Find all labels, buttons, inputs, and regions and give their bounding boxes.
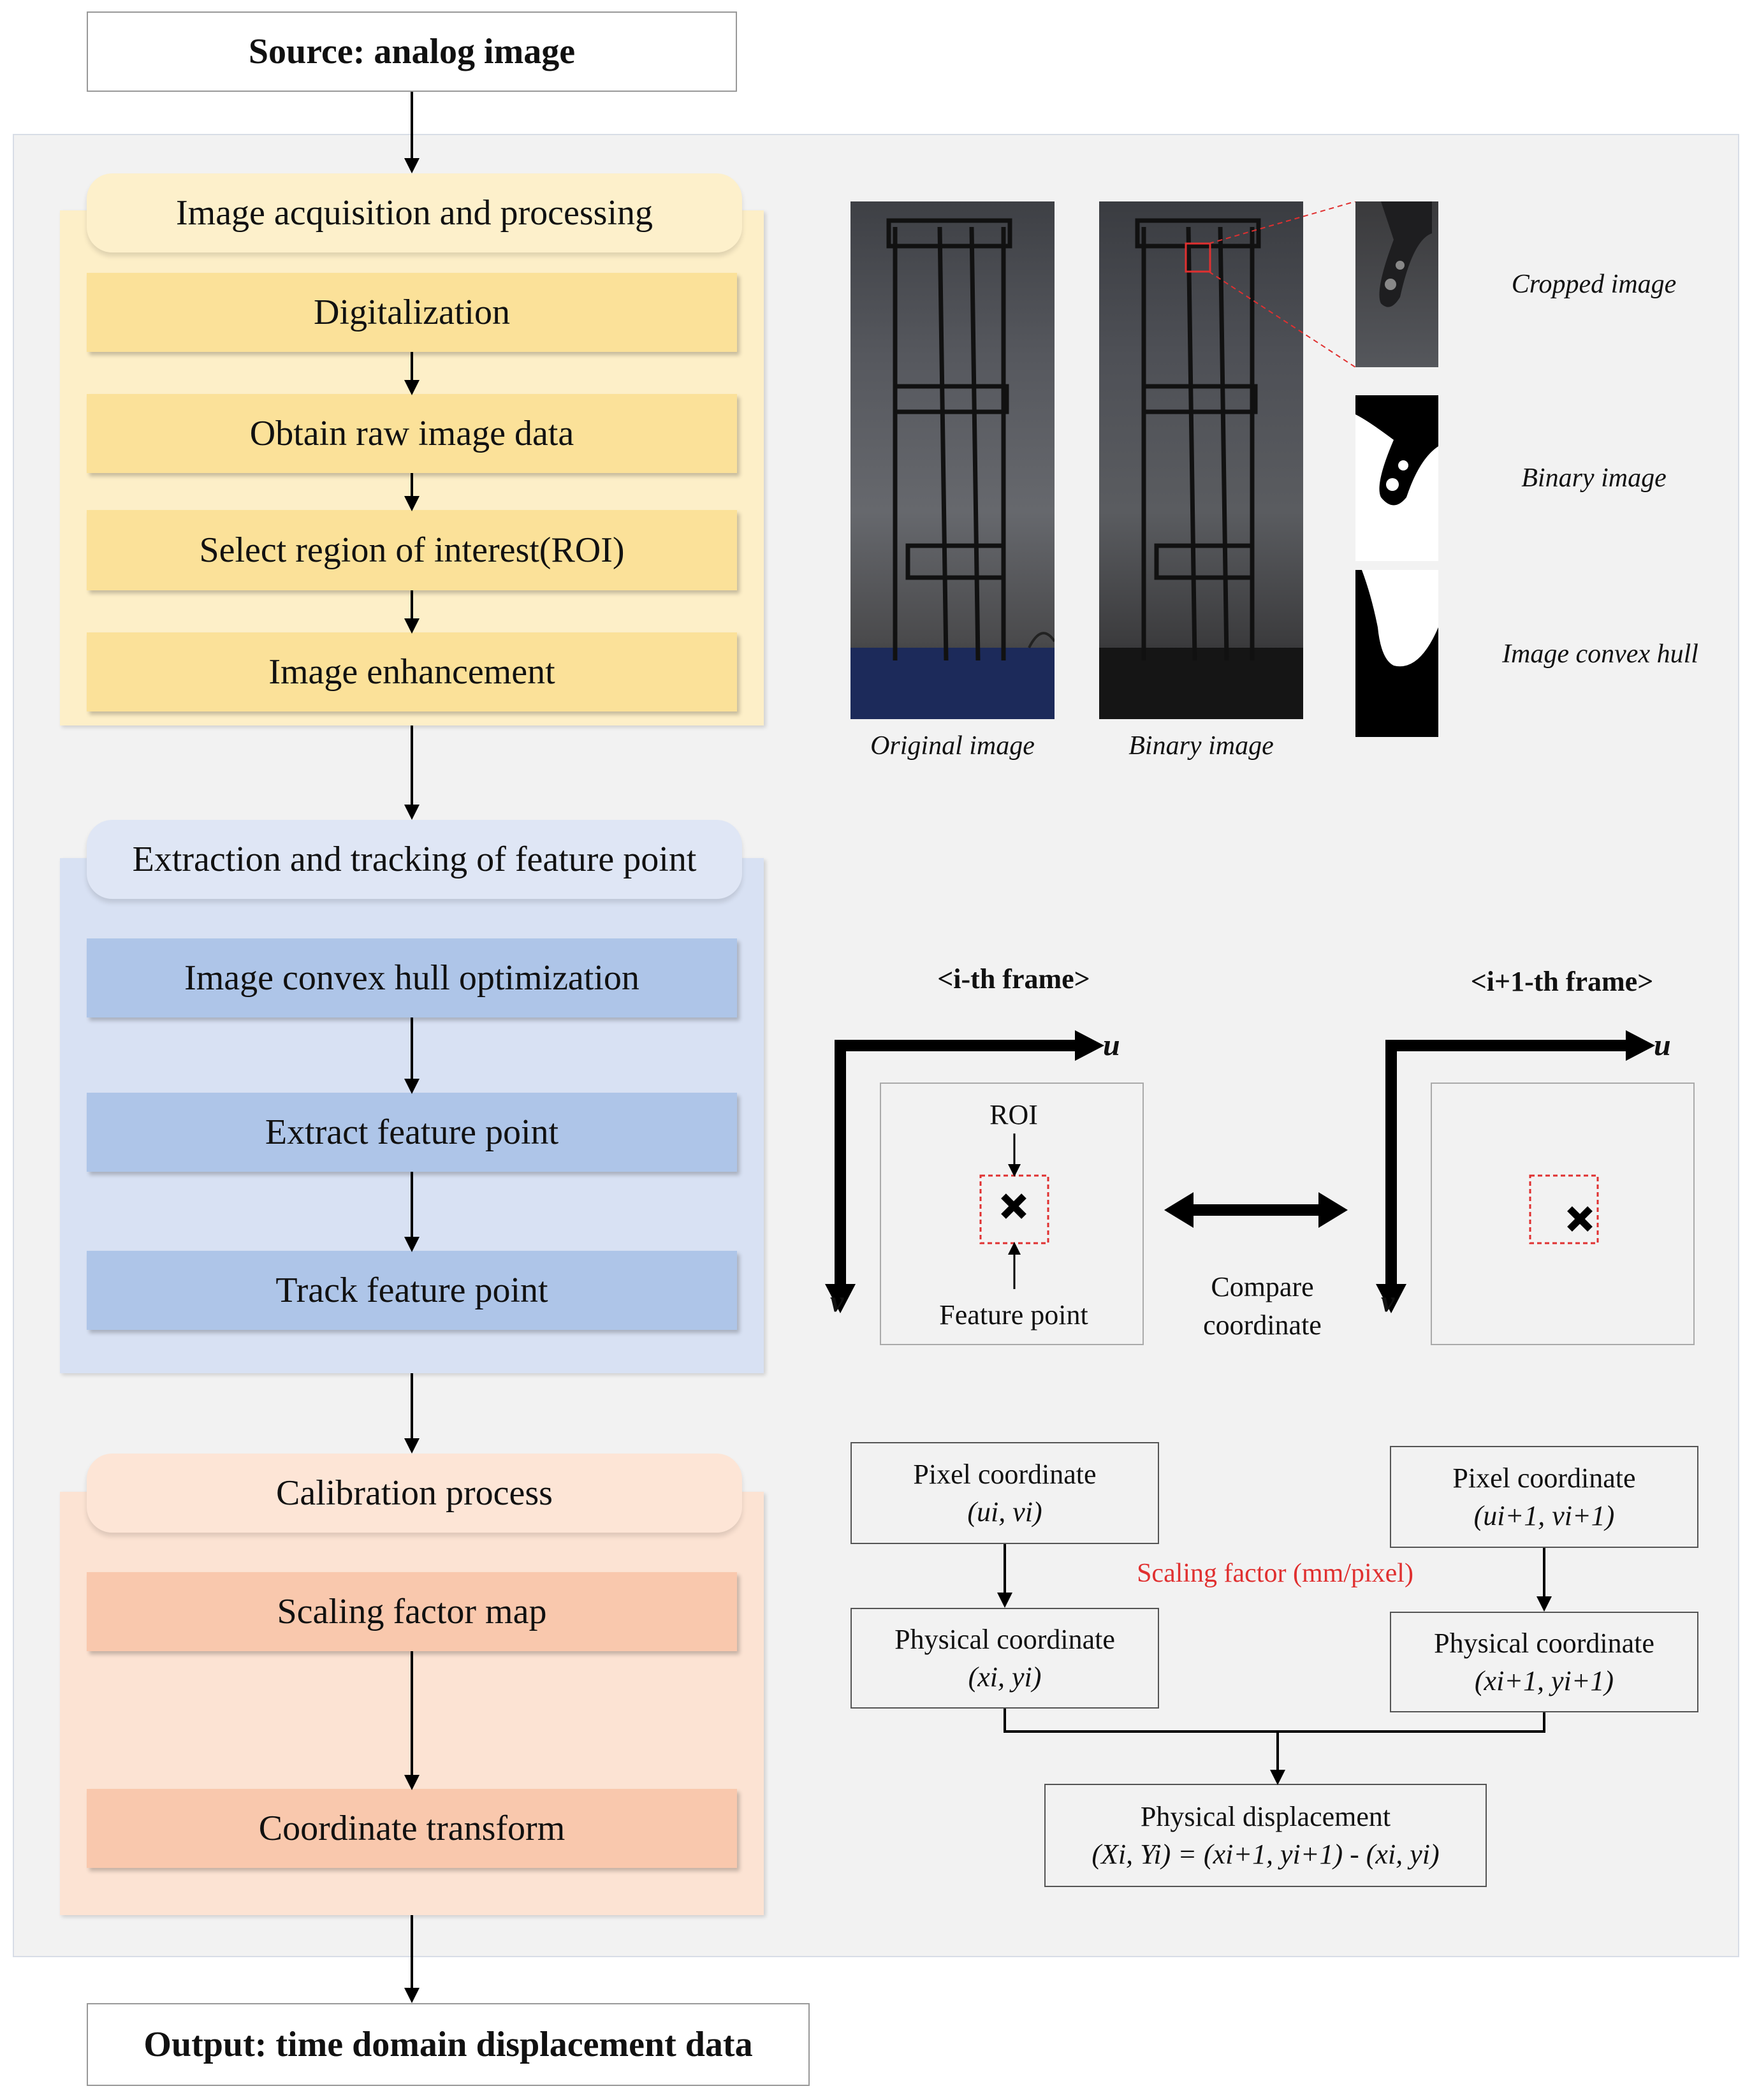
roi-label: ROI bbox=[989, 1098, 1038, 1130]
original-image-caption: Original image bbox=[870, 731, 1035, 761]
i-th-frame-title: <i-th frame> bbox=[937, 963, 1090, 995]
binary-image-caption: Binary image bbox=[1128, 731, 1274, 761]
cropped-image-caption: Cropped image bbox=[1511, 270, 1677, 299]
v-axis-label-1: v bbox=[830, 1285, 844, 1318]
physical-coord-value-i: (xi, yi) bbox=[968, 1661, 1042, 1693]
step-coordinate-transform: Coordinate transform bbox=[87, 1789, 737, 1868]
stage1-title: Image acquisition and processing bbox=[87, 173, 742, 252]
v-axis-label-2: v bbox=[1381, 1285, 1395, 1318]
pixel-coord-value-i: (ui, vi) bbox=[967, 1496, 1042, 1528]
scaling-factor-label: Scaling factor (mm/pixel) bbox=[1137, 1559, 1413, 1588]
u-axis-label-2: u bbox=[1654, 1028, 1671, 1062]
displacement-formula: (Xi, Yi) = (xi+1, yi+1) - (xi, yi) bbox=[1091, 1839, 1440, 1870]
i-th-frame-box bbox=[880, 1083, 1144, 1345]
pixel-coord-label-i: Pixel coordinate bbox=[913, 1458, 1097, 1490]
binary-crop-image bbox=[1355, 395, 1438, 561]
physical-displacement-box: Physical displacement (Xi, Yi) = (xi+1, … bbox=[1044, 1784, 1487, 1887]
binary-image bbox=[1099, 201, 1303, 719]
feature-point-label: Feature point bbox=[939, 1299, 1088, 1331]
compare-label-2: coordinate bbox=[1203, 1309, 1322, 1341]
displacement-label: Physical displacement bbox=[1140, 1800, 1391, 1832]
pixel-coord-box-i1: Pixel coordinate (ui+1, vi+1) bbox=[1390, 1446, 1698, 1548]
stage3-title: Calibration process bbox=[87, 1454, 742, 1533]
zoom-lines bbox=[1208, 201, 1356, 368]
output-box: Output: time domain displacement data bbox=[87, 2003, 810, 2086]
step-select-roi: Select region of interest(ROI) bbox=[87, 510, 737, 590]
physical-coord-value-i1: (xi+1, yi+1) bbox=[1474, 1665, 1614, 1696]
stage2-title: Extraction and tracking of feature point bbox=[87, 820, 742, 899]
step-raw-image-data: Obtain raw image data bbox=[87, 394, 737, 473]
step-extract-feature: Extract feature point bbox=[87, 1093, 737, 1172]
i1-th-frame-title: <i+1-th frame> bbox=[1470, 965, 1654, 997]
physical-coord-box-i: Physical coordinate (xi, yi) bbox=[850, 1608, 1159, 1709]
i1-th-frame-box bbox=[1431, 1083, 1695, 1345]
pixel-coord-value-i1: (ui+1, vi+1) bbox=[1473, 1500, 1615, 1531]
step-scaling-map: Scaling factor map bbox=[87, 1572, 737, 1651]
pixel-coord-box-i: Pixel coordinate (ui, vi) bbox=[850, 1442, 1159, 1544]
step-digitalization: Digitalization bbox=[87, 273, 737, 352]
source-box: Source: analog image bbox=[87, 11, 737, 92]
step-convex-hull: Image convex hull optimization bbox=[87, 938, 737, 1017]
convex-hull-caption: Image convex hull bbox=[1502, 639, 1698, 669]
compare-label-1: Compare bbox=[1211, 1271, 1314, 1302]
u-axis-label-1: u bbox=[1103, 1028, 1120, 1062]
binary-crop-caption: Binary image bbox=[1521, 463, 1667, 493]
original-image bbox=[850, 201, 1055, 719]
physical-coord-label-i1: Physical coordinate bbox=[1434, 1627, 1654, 1659]
step-image-enhancement: Image enhancement bbox=[87, 632, 737, 711]
convex-hull-image bbox=[1355, 570, 1438, 737]
pixel-coord-label-i1: Pixel coordinate bbox=[1452, 1462, 1636, 1494]
step-track-feature: Track feature point bbox=[87, 1251, 737, 1330]
frames-graphics bbox=[825, 1030, 1655, 1313]
physical-coord-label-i: Physical coordinate bbox=[894, 1623, 1115, 1655]
physical-coord-box-i1: Physical coordinate (xi+1, yi+1) bbox=[1390, 1612, 1698, 1712]
cropped-image bbox=[1355, 201, 1438, 367]
